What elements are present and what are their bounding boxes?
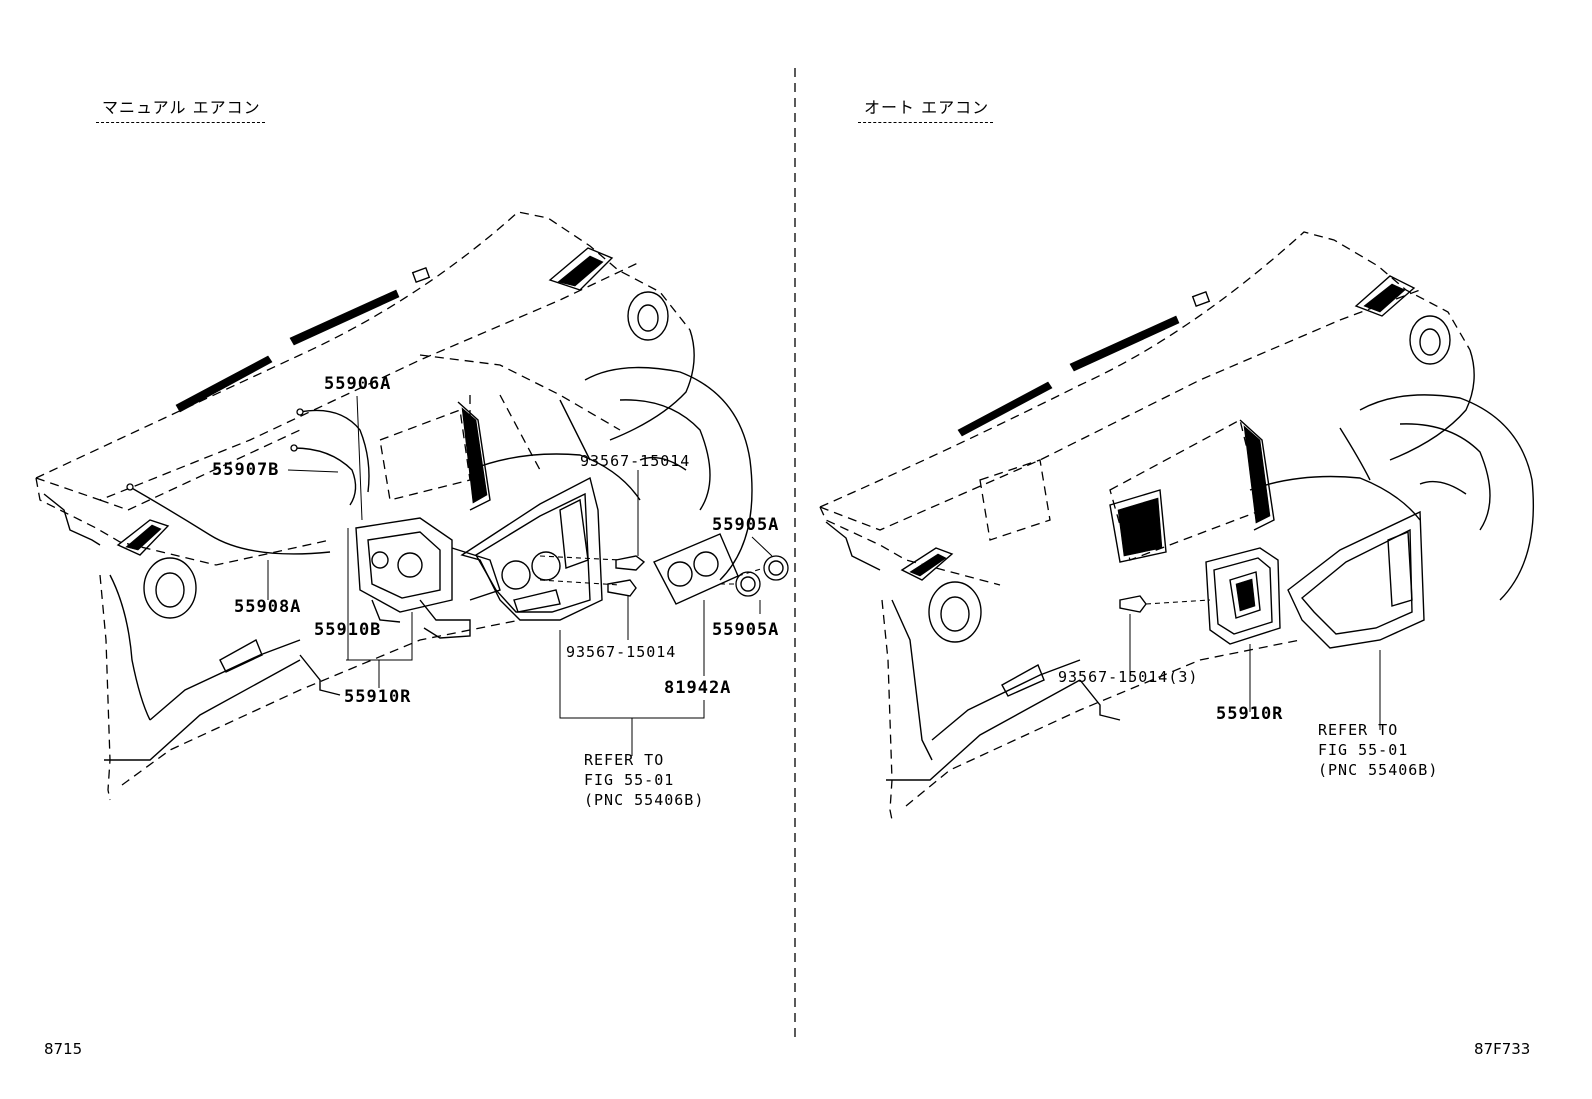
refer-line-3: (PNC 55406B) — [1318, 761, 1439, 779]
callout-55910B: 55910B — [314, 620, 382, 640]
callout-93567-bottom: 93567-15014 — [566, 643, 677, 661]
refer-line-1: REFER TO — [584, 751, 665, 769]
control-unit-auto — [1119, 510, 1425, 649]
refer-line-1: REFER TO — [1318, 721, 1399, 739]
figure-code-left: 8715 — [44, 1040, 83, 1058]
figure-code-right: 87F733 — [1474, 1040, 1531, 1058]
cables-manual — [126, 408, 370, 555]
dashboard-auto — [819, 231, 1535, 821]
callout-93567-top: 93567-15014 — [580, 452, 691, 470]
refer-line-2: FIG 55-01 — [1318, 741, 1409, 759]
refer-line-2: FIG 55-01 — [584, 771, 675, 789]
refer-note-manual: REFER TO FIG 55-01 (PNC 55406B) — [584, 750, 704, 810]
refer-line-3: (PNC 55406B) — [584, 791, 705, 809]
callout-55907B: 55907B — [212, 460, 280, 480]
leaders-auto — [1129, 614, 1381, 730]
leaders-manual — [267, 395, 773, 756]
callout-55910R-manual: 55910R — [344, 687, 412, 707]
heading-auto-ac: オート エアコン — [858, 94, 994, 123]
heater-control-manual — [355, 476, 603, 639]
callout-55905A-top: 55905A — [712, 515, 780, 535]
callout-93567-auto: 93567-15014(3) — [1058, 668, 1199, 686]
callout-55910R-auto: 55910R — [1216, 704, 1284, 724]
small-parts-manual — [539, 533, 789, 605]
heading-manual-ac: マニュアル エアコン — [96, 94, 265, 123]
callout-55908A: 55908A — [234, 597, 302, 617]
refer-note-auto: REFER TO FIG 55-01 (PNC 55406B) — [1318, 720, 1438, 780]
callout-81942A: 81942A — [664, 678, 732, 698]
callout-55905A-bottom: 55905A — [712, 620, 780, 640]
callout-55906A: 55906A — [324, 374, 392, 394]
dashboard-manual — [35, 211, 753, 801]
